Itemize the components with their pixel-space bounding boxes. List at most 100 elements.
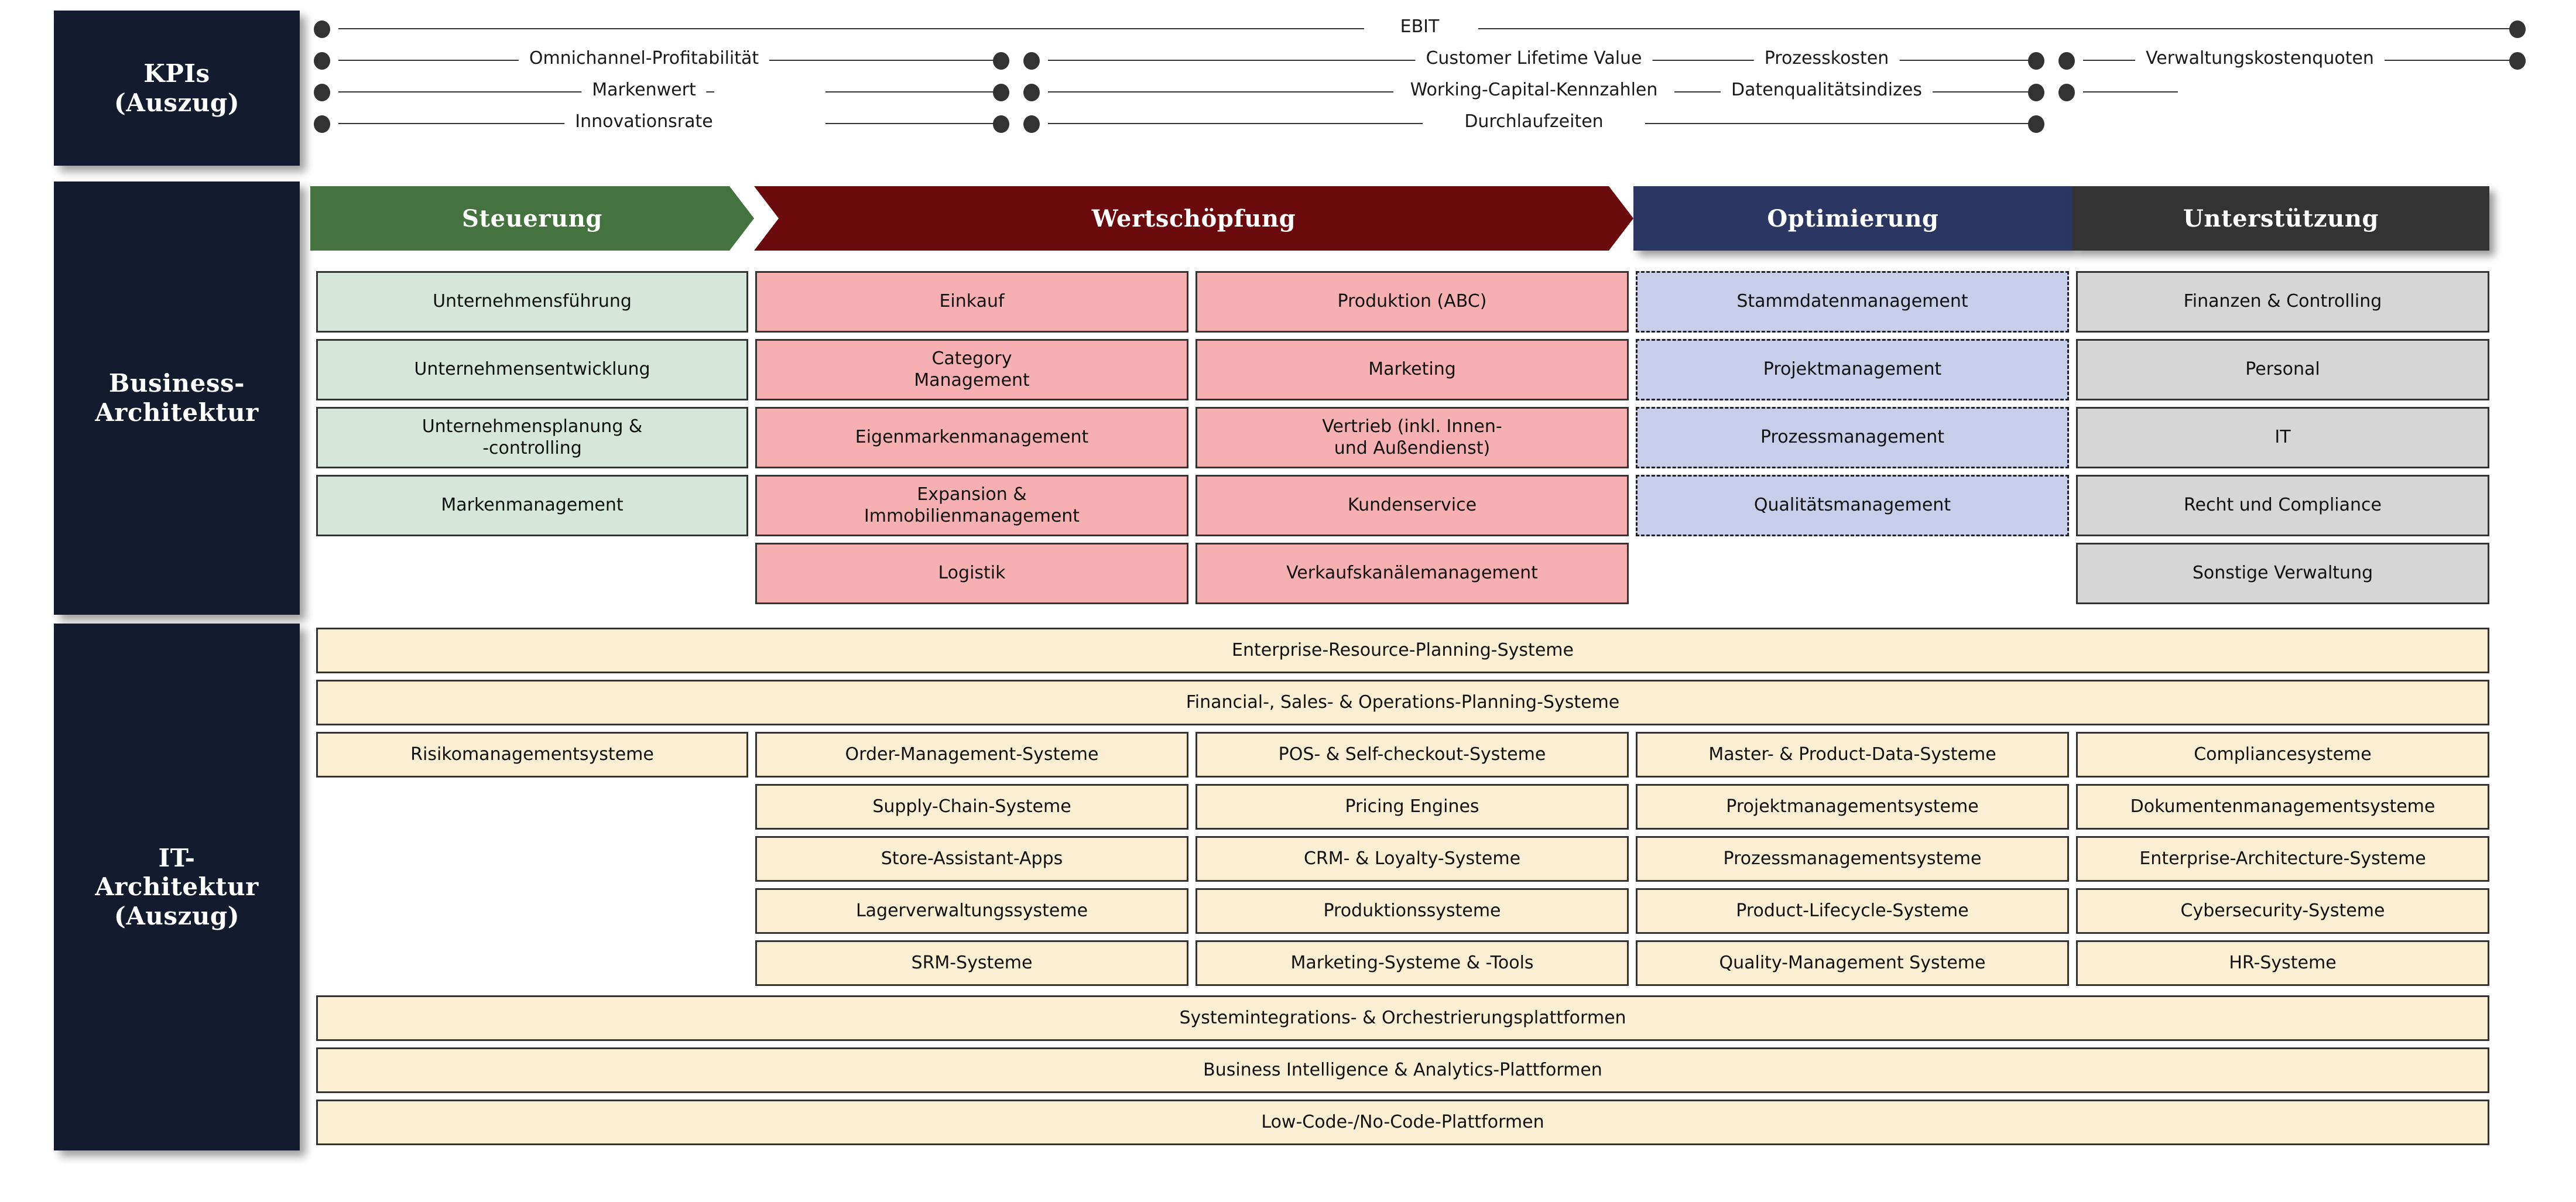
banner-steuerung[interactable]: Steuerung [310, 186, 754, 251]
biz-cell-steuerung-3[interactable]: Markenmanagement [316, 475, 748, 536]
sidebar-business-line2: Architektur [95, 398, 259, 427]
kpi-node-dot [314, 20, 330, 38]
kpi-connector-line [1478, 28, 2517, 29]
it-cell-unterstuetzung-3[interactable]: Cybersecurity-Systeme [2076, 888, 2489, 934]
banner-wertschoepfung[interactable]: Wertschöpfung [754, 186, 1633, 251]
cell-label: Financial-, Sales- & Operations-Planning… [1186, 691, 1620, 713]
cell-label: Einkauf [939, 291, 1005, 312]
biz-cell-wertschoepfung-a-1[interactable]: Category Management [755, 339, 1188, 400]
cell-label: Order-Management-Systeme [845, 744, 1099, 765]
cell-label: Business Intelligence & Analytics-Plattf… [1203, 1059, 1602, 1080]
biz-cell-wertschoepfung-a-4[interactable]: Logistik [755, 543, 1188, 604]
kpi-node-dot [2028, 115, 2044, 133]
kpi-label: Prozesskosten [1753, 48, 1900, 69]
banner-optimierung[interactable]: Optimierung [1633, 186, 2073, 251]
it-cell-unterstuetzung-2[interactable]: Enterprise-Architecture-Systeme [2076, 836, 2489, 882]
it-cell-wertschoepfung-a-4[interactable]: SRM-Systeme [755, 940, 1188, 986]
kpi-node-dot [314, 115, 330, 133]
kpi-node-dot [314, 52, 330, 70]
it-cell-wertschoepfung-a-1[interactable]: Supply-Chain-Systeme [755, 784, 1188, 830]
biz-cell-unterstuetzung-1[interactable]: Personal [2076, 339, 2489, 400]
cell-label: Prozessmanagement [1760, 427, 1945, 448]
it-cell-optimierung-0[interactable]: Master- & Product-Data-Systeme [1636, 732, 2069, 778]
biz-cell-wertschoepfung-b-4[interactable]: Verkaufskanälemanagement [1195, 543, 1629, 604]
cell-label: Sonstige Verwaltung [2192, 563, 2373, 584]
biz-cell-unterstuetzung-4[interactable]: Sonstige Verwaltung [2076, 543, 2489, 604]
cell-label: Lagerverwaltungssysteme [855, 900, 1088, 921]
cell-label: Unternehmensplanung & -controlling [422, 416, 643, 458]
cell-label: Marketing [1368, 359, 1456, 380]
cell-label: Produktion (ABC) [1337, 291, 1487, 312]
it-cell-unterstuetzung-4[interactable]: HR-Systeme [2076, 940, 2489, 986]
cell-label: SRM-Systeme [911, 952, 1033, 973]
it-fullwidth-top-1[interactable]: Financial-, Sales- & Operations-Planning… [316, 680, 2489, 725]
kpi-node-dot [314, 84, 330, 101]
cell-label: Stammdatenmanagement [1736, 291, 1968, 312]
it-cell-optimierung-1[interactable]: Projektmanagementsysteme [1636, 784, 2069, 830]
cell-label: CRM- & Loyalty-Systeme [1303, 848, 1521, 869]
it-fullwidth-top-0[interactable]: Enterprise-Resource-Planning-Systeme [316, 628, 2489, 673]
it-cell-wertschoepfung-a-2[interactable]: Store-Assistant-Apps [755, 836, 1188, 882]
it-cell-steuerung-0[interactable]: Risikomanagementsysteme [316, 732, 748, 778]
biz-cell-steuerung-2[interactable]: Unternehmensplanung & -controlling [316, 407, 748, 468]
cell-label: Finanzen & Controlling [2183, 291, 2382, 312]
cell-label: Recht und Compliance [2184, 495, 2382, 516]
cell-label: Enterprise-Architecture-Systeme [2139, 848, 2426, 869]
it-cell-optimierung-2[interactable]: Prozessmanagementsysteme [1636, 836, 2069, 882]
biz-cell-wertschoepfung-a-3[interactable]: Expansion & Immobilienmanagement [755, 475, 1188, 536]
kpi-node-dot [993, 84, 1009, 101]
cell-label: Quality-Management Systeme [1719, 952, 1986, 973]
it-cell-unterstuetzung-1[interactable]: Dokumentenmanagementsysteme [2076, 784, 2489, 830]
kpi-node-dot [2028, 52, 2044, 70]
it-cell-wertschoepfung-b-2[interactable]: CRM- & Loyalty-Systeme [1195, 836, 1629, 882]
cell-label: Marketing-Systeme & -Tools [1290, 952, 1534, 973]
biz-cell-steuerung-0[interactable]: Unternehmensführung [316, 271, 748, 333]
kpi-label: EBIT [1389, 16, 1450, 37]
biz-cell-wertschoepfung-a-2[interactable]: Eigenmarkenmanagement [755, 407, 1188, 468]
biz-cell-optimierung-3[interactable]: Qualitätsmanagement [1636, 475, 2069, 536]
it-fullwidth-bottom-1[interactable]: Business Intelligence & Analytics-Plattf… [316, 1047, 2489, 1093]
it-cell-unterstuetzung-0[interactable]: Compliancesysteme [2076, 732, 2489, 778]
it-fullwidth-bottom-2[interactable]: Low-Code-/No-Code-Plattformen [316, 1100, 2489, 1145]
kpi-label: Innovationsrate [564, 111, 724, 132]
it-cell-optimierung-4[interactable]: Quality-Management Systeme [1636, 940, 2069, 986]
biz-cell-steuerung-1[interactable]: Unternehmensentwicklung [316, 339, 748, 400]
biz-cell-optimierung-1[interactable]: Projektmanagement [1636, 339, 2069, 400]
cell-label: Store-Assistant-Apps [881, 848, 1063, 869]
it-cell-optimierung-3[interactable]: Product-Lifecycle-Systeme [1636, 888, 2069, 934]
biz-cell-unterstuetzung-0[interactable]: Finanzen & Controlling [2076, 271, 2489, 333]
biz-cell-wertschoepfung-a-0[interactable]: Einkauf [755, 271, 1188, 333]
kpi-connector-line [1048, 91, 1393, 93]
biz-cell-unterstuetzung-3[interactable]: Recht und Compliance [2076, 475, 2489, 536]
it-cell-wertschoepfung-b-3[interactable]: Produktionssysteme [1195, 888, 1629, 934]
biz-cell-optimierung-2[interactable]: Prozessmanagement [1636, 407, 2069, 468]
kpi-connector-line [338, 91, 714, 93]
biz-cell-optimierung-0[interactable]: Stammdatenmanagement [1636, 271, 2069, 333]
banner-unterstuetzung[interactable]: Unterstützung [2073, 186, 2489, 251]
it-cell-wertschoepfung-a-3[interactable]: Lagerverwaltungssysteme [755, 888, 1188, 934]
biz-cell-wertschoepfung-b-0[interactable]: Produktion (ABC) [1195, 271, 1629, 333]
sidebar-it-line3: (Auszug) [114, 901, 240, 930]
biz-cell-wertschoepfung-b-1[interactable]: Marketing [1195, 339, 1629, 400]
cell-label: Systemintegrations- & Orchestrierungspla… [1179, 1007, 1626, 1028]
banner-steuerung-label: Steuerung [462, 204, 602, 232]
cell-label: Logistik [938, 563, 1006, 584]
it-cell-wertschoepfung-a-0[interactable]: Order-Management-Systeme [755, 732, 1188, 778]
it-cell-wertschoepfung-b-1[interactable]: Pricing Engines [1195, 784, 1629, 830]
it-cell-wertschoepfung-b-0[interactable]: POS- & Self-checkout-Systeme [1195, 732, 1629, 778]
kpi-node-dot [2509, 52, 2526, 70]
biz-cell-wertschoepfung-b-2[interactable]: Vertrieb (inkl. Innen- und Außendienst) [1195, 407, 1629, 468]
kpi-label: Customer Lifetime Value [1415, 48, 1653, 69]
it-cell-wertschoepfung-b-4[interactable]: Marketing-Systeme & -Tools [1195, 940, 1629, 986]
sidebar-business-line1: Business- [108, 369, 245, 398]
cell-label: Product-Lifecycle-Systeme [1736, 900, 1969, 921]
it-fullwidth-bottom-0[interactable]: Systemintegrations- & Orchestrierungspla… [316, 995, 2489, 1041]
cell-label: POS- & Self-checkout-Systeme [1278, 744, 1546, 765]
biz-cell-unterstuetzung-2[interactable]: IT [2076, 407, 2489, 468]
biz-cell-wertschoepfung-b-3[interactable]: Kundenservice [1195, 475, 1629, 536]
